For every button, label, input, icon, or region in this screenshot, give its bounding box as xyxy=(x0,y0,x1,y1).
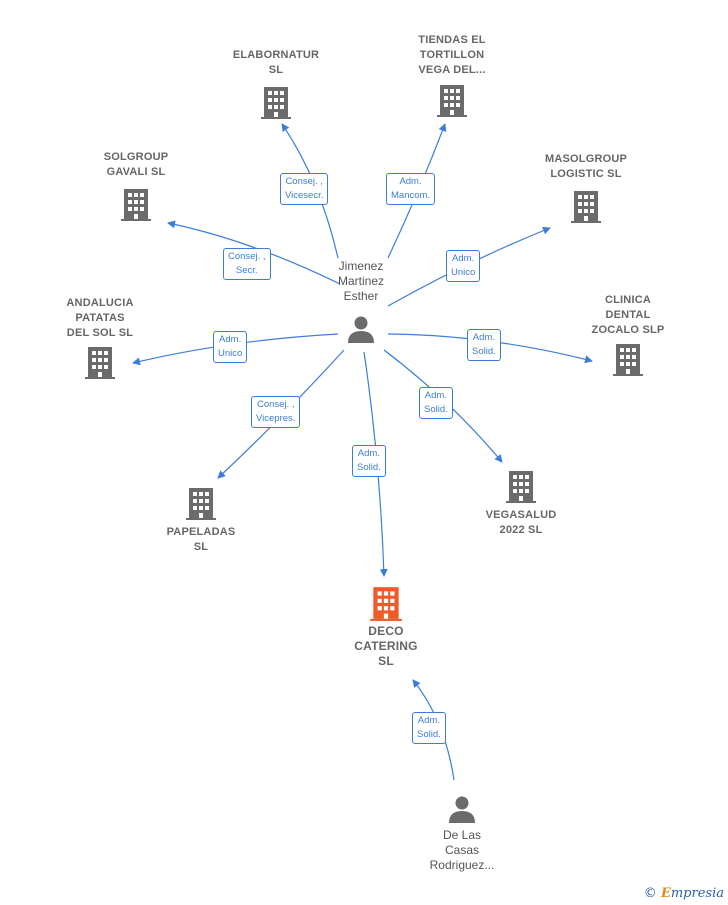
building-icon xyxy=(186,488,216,520)
building-icon xyxy=(571,191,601,223)
company-solgroup[interactable]: SOLGROUP GAVALI SL xyxy=(76,150,196,222)
building-icon xyxy=(121,189,151,221)
person-label: De Las Casas Rodriguez... xyxy=(429,828,495,872)
person-label: Jimenez Martinez Esther xyxy=(337,259,384,303)
company-papeladas[interactable]: PAPELADAS SL xyxy=(141,485,261,555)
building-icon xyxy=(261,87,291,119)
company-clinica[interactable]: CLINICA DENTAL ZOCALO SLP xyxy=(568,293,688,377)
role-badge-tiendas[interactable]: Adm. Mancom. xyxy=(386,173,436,205)
brand-name: mpresia xyxy=(670,886,724,901)
company-label: PAPELADAS SL xyxy=(166,526,236,553)
company-label: ELABORNATUR SL xyxy=(232,49,320,76)
company-andalucia[interactable]: ANDALUCIA PATATAS DEL SOL SL xyxy=(40,296,160,380)
copyright-symbol: © xyxy=(643,886,657,901)
company-label: ANDALUCIA PATATAS DEL SOL SL xyxy=(66,297,134,339)
building-icon xyxy=(370,587,402,621)
role-badge-papeladas[interactable]: Consej. , Vicepres. xyxy=(251,396,301,428)
company-elabornatur[interactable]: ELABORNATUR SL xyxy=(216,48,336,120)
person-delascasas[interactable]: De Las Casas Rodriguez... xyxy=(412,794,512,873)
role-badge-deco[interactable]: Adm. Solid. xyxy=(352,445,386,477)
role-badge-solgroup[interactable]: Consej. , Secr. xyxy=(223,248,271,280)
company-label: TIENDAS EL TORTILLON VEGA DEL... xyxy=(418,34,486,76)
company-label: SOLGROUP GAVALI SL xyxy=(103,151,169,178)
role-badge-andalucia[interactable]: Adm. Unico xyxy=(213,331,248,363)
company-label: CLINICA DENTAL ZOCALO SLP xyxy=(591,294,665,336)
role-badge-delascasas[interactable]: Adm. Solid. xyxy=(412,712,446,744)
brand-initial: E xyxy=(660,886,671,901)
empresia-watermark: © Empresia xyxy=(644,886,724,901)
building-icon xyxy=(613,344,643,376)
company-label: DECO CATERING SL xyxy=(354,624,418,668)
building-icon xyxy=(506,471,536,503)
company-label: VEGASALUD 2022 SL xyxy=(485,509,557,536)
building-icon xyxy=(85,347,115,379)
role-badge-clinica[interactable]: Adm. Solid. xyxy=(467,329,501,361)
person-icon xyxy=(348,316,374,343)
building-icon xyxy=(437,85,467,117)
person-jimenez[interactable]: Jimenez Martinez Esther xyxy=(311,259,411,344)
company-label: MASOLGROUP LOGISTIC SL xyxy=(544,153,628,180)
role-badge-masolgroup[interactable]: Adm. Unico xyxy=(446,250,481,282)
person-icon xyxy=(449,796,475,823)
company-masolgroup[interactable]: MASOLGROUP LOGISTIC SL xyxy=(526,152,646,224)
company-deco-catering[interactable]: DECO CATERING SL xyxy=(326,584,446,669)
role-badge-elabornatur[interactable]: Consej. , Vicesecr. xyxy=(280,173,329,205)
role-badge-vegasalud[interactable]: Adm. Solid. xyxy=(419,387,453,419)
company-tiendas[interactable]: TIENDAS EL TORTILLON VEGA DEL... xyxy=(392,33,512,118)
company-vegasalud[interactable]: VEGASALUD 2022 SL xyxy=(461,468,581,538)
edge-solgroup xyxy=(167,220,341,285)
